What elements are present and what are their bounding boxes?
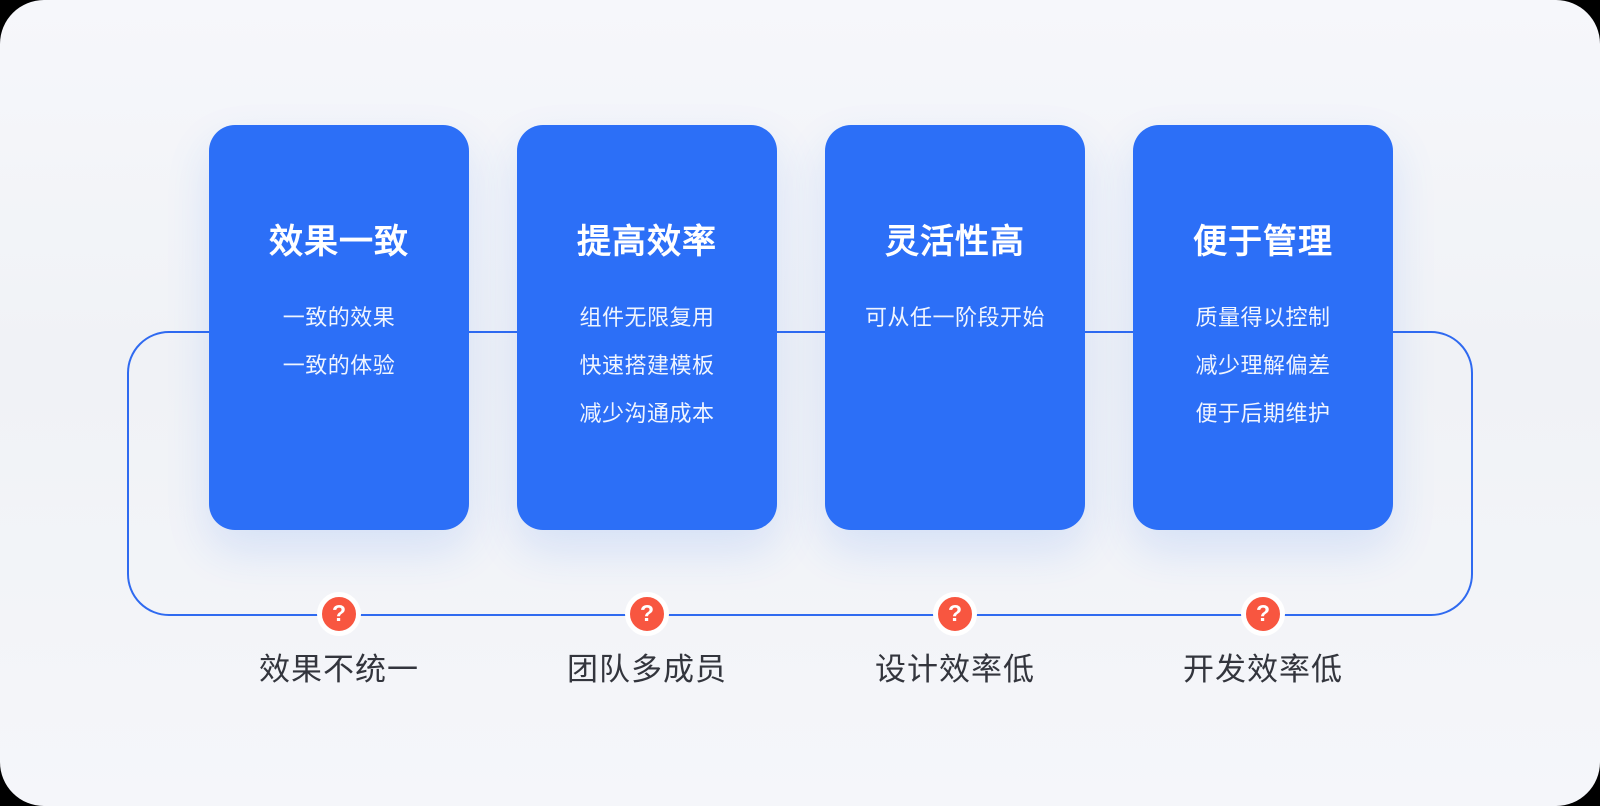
- problem-label: 团队多成员: [567, 652, 727, 687]
- question-marker: ?: [625, 592, 669, 636]
- question-mark-icon: ?: [331, 599, 347, 626]
- card-title: 便于管理: [1193, 223, 1333, 261]
- card-item-list: 可从任一阶段开始: [865, 294, 1045, 342]
- question-marker: ?: [317, 592, 361, 636]
- benefit-card-3: 灵活性高 可从任一阶段开始: [825, 125, 1085, 530]
- question-mark-icon: ?: [1255, 599, 1271, 626]
- card-item: 便于后期维护: [1195, 401, 1331, 426]
- card-item: 减少沟通成本: [579, 401, 715, 426]
- question-marker: ?: [933, 592, 977, 636]
- card-item: 组件无限复用: [579, 305, 715, 330]
- benefit-card-1: 效果一致 一致的效果 一致的体验: [209, 125, 469, 530]
- card-item: 一致的体验: [282, 353, 396, 378]
- card-item-list: 质量得以控制 减少理解偏差 便于后期维护: [1195, 294, 1330, 438]
- card-item-list: 组件无限复用 快速搭建模板 减少沟通成本: [579, 294, 714, 438]
- benefit-card-4: 便于管理 质量得以控制 减少理解偏差 便于后期维护: [1133, 125, 1393, 530]
- benefit-card-2: 提高效率 组件无限复用 快速搭建模板 减少沟通成本: [517, 125, 777, 530]
- card-title: 效果一致: [269, 223, 409, 261]
- problem-label: 开发效率低: [1183, 652, 1343, 687]
- card-title: 提高效率: [577, 223, 717, 261]
- card-item: 一致的效果: [282, 305, 396, 330]
- problem-label: 效果不统一: [259, 652, 419, 687]
- problem-label: 设计效率低: [875, 652, 1035, 687]
- card-item: 质量得以控制: [1195, 305, 1331, 330]
- card-item: 可从任一阶段开始: [864, 305, 1045, 330]
- card-item: 减少理解偏差: [1195, 353, 1331, 378]
- connector-loop-line: [127, 331, 1473, 616]
- question-mark-icon: ?: [639, 599, 655, 626]
- question-mark-icon: ?: [947, 599, 963, 626]
- card-item-list: 一致的效果 一致的体验: [283, 294, 396, 390]
- question-marker: ?: [1241, 592, 1285, 636]
- card-item: 快速搭建模板: [579, 353, 715, 378]
- card-title: 灵活性高: [885, 223, 1025, 261]
